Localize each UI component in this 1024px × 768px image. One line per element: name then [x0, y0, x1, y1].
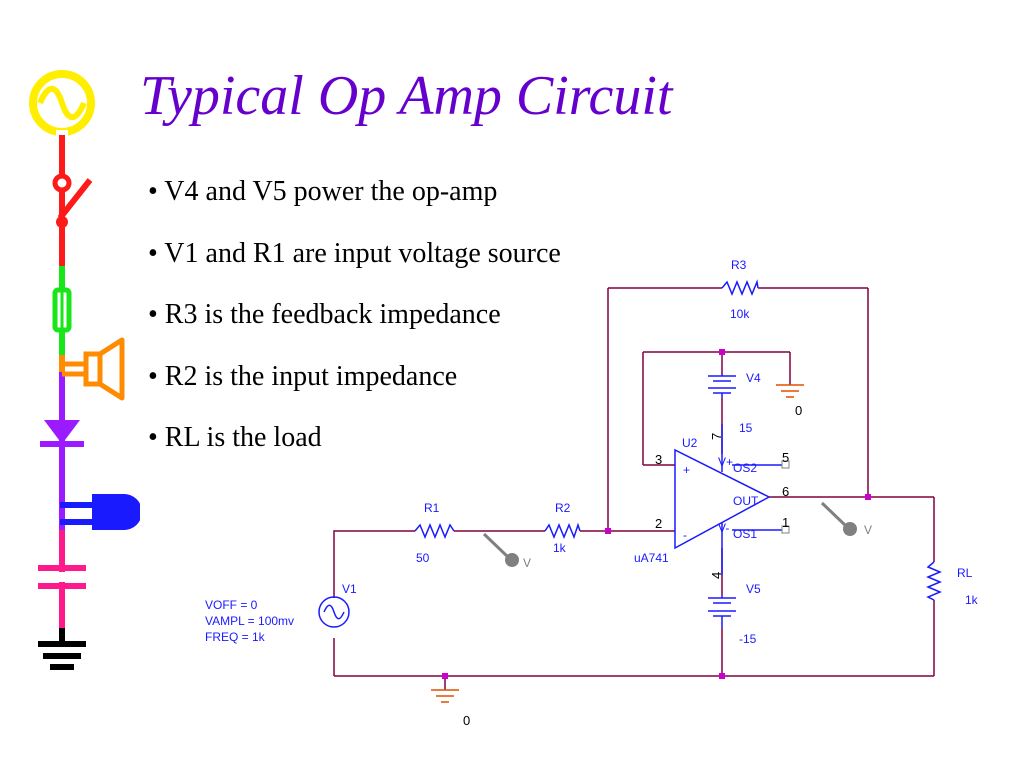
wires	[333, 287, 935, 690]
pin-vplus-label: V+	[718, 455, 733, 469]
r2-value: 1k	[553, 541, 567, 555]
ground-v4: 0	[776, 384, 804, 418]
capacitor-icon	[38, 565, 86, 589]
speaker-icon	[62, 337, 125, 401]
v1-param: VOFF = 0	[205, 598, 258, 612]
resistor-r3: R3 10k	[721, 258, 759, 321]
pin-6-number: 6	[782, 484, 789, 499]
rl-value: 1k	[965, 593, 979, 607]
pin-3-number: 3	[655, 452, 662, 467]
v1-name: V1	[342, 582, 357, 596]
probe-input-label: V	[523, 556, 531, 570]
ground-bottom-label: 0	[463, 713, 470, 728]
pin-2-number: 2	[655, 516, 662, 531]
resistor-r1: R1 50	[414, 501, 455, 565]
v4-name: V4	[746, 371, 761, 385]
rl-name: RL	[957, 566, 973, 580]
pin-7-number: 7	[709, 433, 724, 440]
switch-icon	[52, 130, 93, 228]
pin-plus-label: +	[683, 463, 690, 477]
pin-os2-label: OS2	[733, 461, 757, 475]
pin-minus-label: -	[683, 528, 687, 542]
resistor-r2: R2 1k	[544, 501, 581, 555]
bullet-item: • R2 is the input impedance	[148, 360, 458, 392]
pin-5-number: 5	[782, 450, 789, 465]
diode-icon	[40, 420, 84, 447]
ground-bottom: 0	[431, 689, 470, 728]
u2-model: uA741	[634, 551, 669, 565]
voltage-probe-output: V	[820, 501, 872, 537]
sidebar-symbols	[29, 70, 140, 670]
bullet-item: • R3 is the feedback impedance	[148, 299, 501, 330]
bullet-item: • V1 and R1 are input voltage source	[148, 237, 561, 269]
r3-value: 10k	[730, 307, 750, 321]
u2-name: U2	[682, 436, 698, 450]
page-title: Typical Op Amp Circuit	[140, 65, 673, 127]
junctions	[442, 349, 871, 679]
bullet-list: • V4 and V5 power the op-amp • V1 and R1…	[148, 172, 561, 480]
pin-os1-label: OS1	[733, 527, 757, 541]
plug-icon	[60, 494, 140, 530]
ground-v4-label: 0	[795, 403, 802, 418]
fuse-icon	[52, 287, 72, 333]
battery-v4: V4 15	[708, 371, 761, 435]
ground-icon	[38, 628, 86, 670]
pin-4-number: 4	[709, 572, 724, 579]
r2-name: R2	[555, 501, 571, 515]
ac-source-v1: V1 VOFF = 0 VAMPL = 100mv FREQ = 1k	[205, 582, 357, 644]
v5-value: -15	[739, 632, 757, 646]
battery-v5: V5 -15	[708, 582, 761, 646]
bullet-item: • RL is the load	[148, 422, 322, 453]
v1-param: VAMPL = 100mv	[205, 614, 294, 628]
v1-param: FREQ = 1k	[205, 630, 266, 644]
probe-output-label: V	[864, 523, 872, 537]
voltage-probe-input: V	[482, 532, 531, 570]
bullet-item: • V4 and V5 power the op-amp	[148, 176, 498, 207]
r1-name: R1	[424, 501, 440, 515]
v5-name: V5	[746, 582, 761, 596]
pin-1-number: 1	[782, 515, 789, 530]
r1-value: 50	[416, 551, 430, 565]
v4-value: 15	[739, 421, 753, 435]
opamp-u2: U2 uA741 + - OS2 OUT OS1 V+ V- 3 2 5 6 1…	[634, 424, 790, 579]
pin-vminus-label: V-	[718, 521, 729, 535]
r3-name: R3	[731, 258, 747, 272]
resistor-rl: RL 1k	[926, 561, 979, 607]
pin-out-label: OUT	[733, 494, 759, 508]
